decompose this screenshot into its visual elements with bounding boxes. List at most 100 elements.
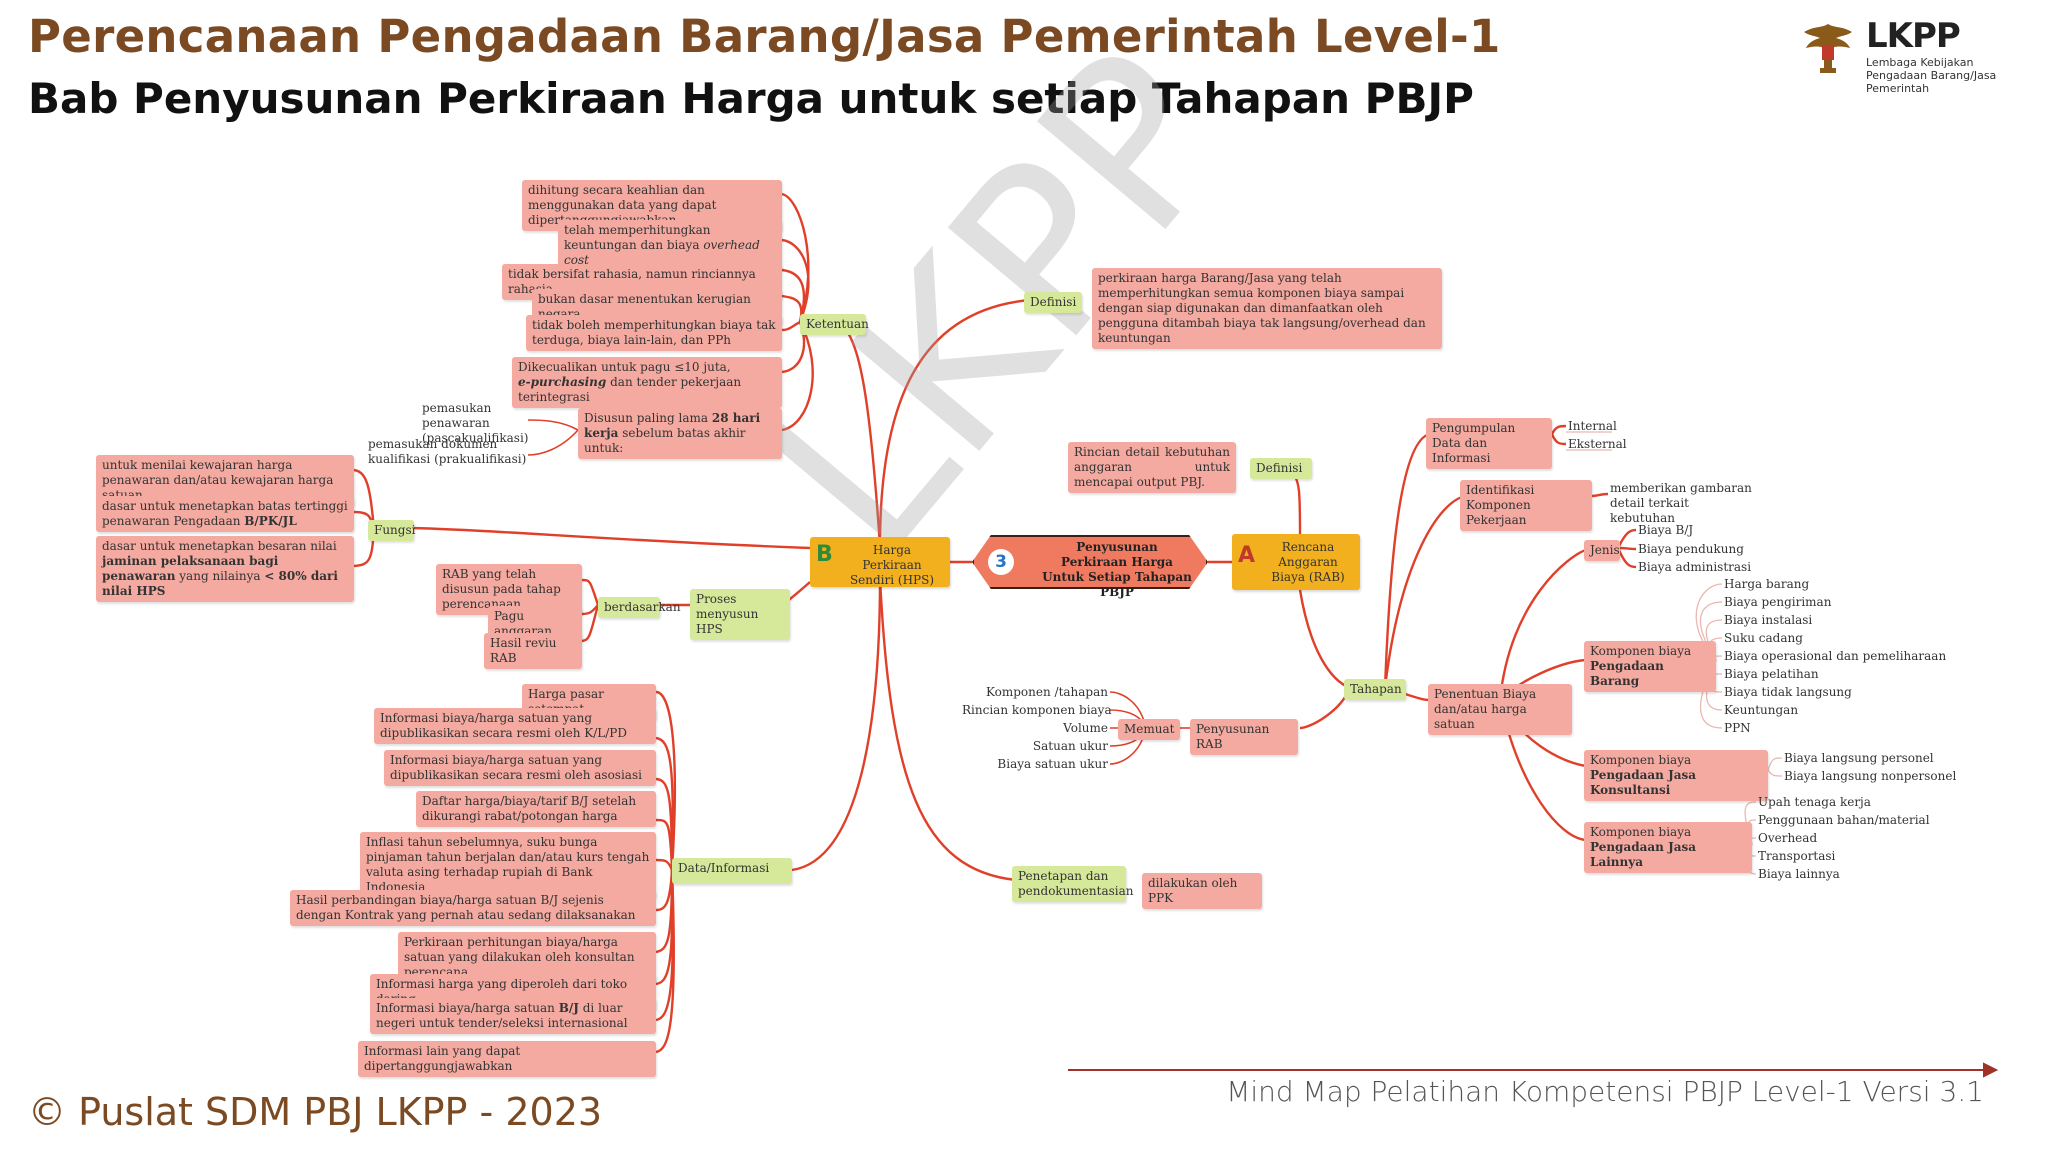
komponen-barang-bold: Pengadaan Barang bbox=[1590, 659, 1664, 688]
konsultansi-item[interactable]: Biaya langsung personel bbox=[1784, 751, 1934, 765]
proses-item[interactable]: RAB yang telah disusun pada tahap perenc… bbox=[436, 564, 582, 615]
memuat-node[interactable]: Memuat bbox=[1118, 719, 1180, 740]
barang-item[interactable]: Biaya tidak langsung bbox=[1724, 685, 1852, 699]
penyusunan-item[interactable]: Volume bbox=[1063, 721, 1108, 735]
lainnya-item[interactable]: Upah tenaga kerja bbox=[1758, 795, 1871, 809]
barang-item[interactable]: PPN bbox=[1724, 721, 1751, 735]
konsultansi-item[interactable]: Biaya langsung nonpersonel bbox=[1784, 769, 1957, 783]
barang-item[interactable]: Keuntungan bbox=[1724, 703, 1799, 717]
data-item[interactable]: Informasi lain yang dapat dipertanggungj… bbox=[358, 1041, 656, 1077]
link-rab-tahapan bbox=[1298, 589, 1351, 690]
identifikasi-value[interactable]: memberikan gambaran detail terkait kebut… bbox=[1610, 481, 1752, 525]
fungsi-item[interactable]: dasar untuk menetapkan besaran nilai jam… bbox=[96, 536, 354, 602]
jenis-node[interactable]: Jenis bbox=[1584, 540, 1620, 561]
barang-item[interactable]: Harga barang bbox=[1724, 577, 1810, 591]
lainnya-item[interactable]: Penggunaan bahan/material bbox=[1758, 813, 1930, 827]
komponen-barang-node[interactable]: Komponen biaya Pengadaan Barang bbox=[1584, 641, 1716, 692]
ketentuan-item-text: sebelum batas akhir untuk: bbox=[584, 426, 746, 455]
data-item[interactable]: Informasi biaya/harga satuan B/J di luar… bbox=[370, 998, 656, 1034]
barang-item[interactable]: Suku cadang bbox=[1724, 631, 1803, 645]
fungsi-node[interactable]: Fungsi bbox=[368, 520, 415, 541]
center-line3: Untuk Setiap Tahapan PBJP bbox=[1042, 570, 1192, 599]
rab-definisi-node[interactable]: Definisi bbox=[1250, 458, 1312, 479]
lainnya-item[interactable]: Transportasi bbox=[1758, 849, 1836, 863]
penyusunan-item[interactable]: Biaya satuan ukur bbox=[997, 757, 1108, 771]
logo-text: LKPP bbox=[1866, 16, 1961, 56]
proses-node[interactable]: Proses menyusun HPS bbox=[690, 589, 790, 640]
komponen-konsultansi-label: Komponen biaya bbox=[1590, 753, 1692, 767]
ketentuan-node[interactable]: Ketentuan bbox=[800, 314, 869, 335]
lainnya-item[interactable]: Overhead bbox=[1758, 831, 1818, 845]
data-item-text: di luar negeri untuk tender/seleksi inte… bbox=[376, 1001, 628, 1030]
link-hps-penetapan bbox=[878, 577, 1017, 882]
fungsi-item-bold: < 80% dari nilai HPS bbox=[102, 569, 338, 598]
ketentuan-item-text: Disusun paling lama bbox=[584, 411, 709, 425]
jenis-item[interactable]: Biaya pendukung bbox=[1638, 542, 1744, 556]
ketentuan-item-text: Dikecualikan untuk pagu ≤10 juta, bbox=[518, 360, 731, 374]
rab-label: Rencana Anggaran Biaya (RAB) bbox=[1271, 540, 1345, 584]
ketentuan-item[interactable]: Disusun paling lama 28 hari kerja sebelu… bbox=[578, 408, 782, 459]
penetapan-value[interactable]: dilakukan oleh PPK bbox=[1142, 873, 1262, 909]
link-hps-data bbox=[791, 577, 882, 872]
barang-item[interactable]: Biaya operasional dan pemeliharaan bbox=[1724, 649, 1947, 663]
hps-node[interactable]: B Harga Perkiraan Sendiri (HPS) bbox=[810, 537, 950, 587]
data-informasi-node[interactable]: Data/Informasi bbox=[672, 858, 792, 884]
pengumpulan-item[interactable]: Eksternal bbox=[1568, 437, 1627, 451]
barang-item[interactable]: Biaya pengiriman bbox=[1724, 595, 1832, 609]
komponen-lainnya-label: Komponen biaya bbox=[1590, 825, 1692, 839]
barang-item[interactable]: Biaya pelatihan bbox=[1724, 667, 1819, 681]
hps-definisi-text[interactable]: perkiraan harga Barang/Jasa yang telah m… bbox=[1092, 268, 1442, 349]
hps-definisi-node[interactable]: Definisi bbox=[1024, 292, 1082, 313]
ketentuan-sub-item[interactable]: pemasukan dokumen kualifikasi (prakualif… bbox=[368, 437, 527, 466]
penyusunan-item[interactable]: Satuan ukur bbox=[1032, 739, 1108, 753]
komponen-barang-label: Komponen biaya bbox=[1590, 644, 1692, 658]
logo-sub-line1: Lembaga Kebijakan bbox=[1866, 56, 1974, 69]
central-topic-label: Penyusunan Perkiraan Harga Untuk Setiap … bbox=[1032, 540, 1202, 600]
central-topic[interactable]: 3 Penyusunan Perkiraan Harga Untuk Setia… bbox=[972, 535, 1208, 599]
fungsi-item-text: yang nilainya bbox=[179, 569, 261, 583]
chapter-number-badge: 3 bbox=[988, 549, 1014, 575]
fungsi-item-text: dasar untuk menetapkan besaran nilai bbox=[102, 539, 337, 553]
jenis-item[interactable]: Biaya administrasi bbox=[1638, 560, 1752, 574]
identifikasi-node[interactable]: Identifikasi Komponen Pekerjaan bbox=[1460, 480, 1592, 531]
pengumpulan-node[interactable]: Pengumpulan Data dan Informasi bbox=[1426, 418, 1552, 469]
data-item[interactable]: Informasi biaya/harga satuan yang dipubl… bbox=[384, 750, 656, 786]
logo-subtitle: Lembaga Kebijakan Pengadaan Barang/Jasa … bbox=[1866, 56, 2040, 95]
barang-item[interactable]: Biaya instalasi bbox=[1724, 613, 1813, 627]
data-item[interactable]: Hasil perbandingan biaya/harga satuan B/… bbox=[290, 890, 656, 926]
komponen-konsultansi-node[interactable]: Komponen biaya Pengadaan Jasa Konsultans… bbox=[1584, 750, 1768, 801]
copyright-text: © Puslat SDM PBJ LKPP - 2023 bbox=[28, 1090, 603, 1134]
ketentuan-item[interactable]: telah memperhitungkan keuntungan dan bia… bbox=[558, 220, 782, 271]
penetapan-node[interactable]: Penetapan dan pendokumentasian bbox=[1012, 866, 1133, 902]
penentuan-node[interactable]: Penentuan Biaya dan/atau harga satuan bbox=[1428, 684, 1572, 735]
data-item[interactable]: Informasi biaya/harga satuan yang dipubl… bbox=[374, 708, 656, 744]
pengumpulan-item[interactable]: Internal bbox=[1568, 419, 1617, 433]
fungsi-item-text: dasar untuk menetapkan batas tertinggi p… bbox=[102, 499, 348, 528]
komponen-konsultansi-bold: Pengadaan Jasa Konsultansi bbox=[1590, 768, 1697, 797]
rab-definisi-text[interactable]: Rincian detail kebutuhan anggaran untuk … bbox=[1068, 442, 1236, 493]
komponen-lainnya-node[interactable]: Komponen biaya Pengadaan Jasa Lainnya bbox=[1584, 822, 1752, 873]
link-rab-definisi bbox=[1289, 469, 1302, 535]
penyusunan-item[interactable]: Rincian komponen biaya bbox=[962, 703, 1112, 717]
proses-item[interactable]: Hasil reviu RAB bbox=[484, 633, 582, 669]
ketentuan-item-bold: e-purchasing bbox=[518, 375, 607, 389]
ketentuan-item[interactable]: tidak boleh memperhitungkan biaya tak te… bbox=[526, 315, 782, 351]
ketentuan-item[interactable]: Dikecualikan untuk pagu ≤10 juta, e-purc… bbox=[512, 357, 782, 408]
ketentuan-item-italic: overhead cost bbox=[564, 238, 760, 267]
data-item[interactable]: Daftar harga/biaya/tarif B/J setelah dik… bbox=[416, 791, 656, 827]
tahapan-node[interactable]: Tahapan bbox=[1344, 679, 1406, 700]
rab-node[interactable]: A Rencana Anggaran Biaya (RAB) bbox=[1232, 534, 1360, 590]
data-item[interactable]: Inflasi tahun sebelumnya, suku bunga pin… bbox=[360, 832, 656, 898]
ketentuan-sub-item[interactable]: pemasukan penawaran (pascakualifikasi) bbox=[422, 401, 529, 445]
penyusunan-item[interactable]: Komponen /tahapan bbox=[986, 685, 1108, 699]
fungsi-item[interactable]: dasar untuk menetapkan batas tertinggi p… bbox=[96, 496, 354, 532]
hps-letter-icon: B bbox=[816, 542, 833, 567]
jenis-item[interactable]: Biaya B/J bbox=[1638, 523, 1694, 537]
link-hps-ketentuan bbox=[835, 320, 882, 547]
lainnya-item[interactable]: Biaya lainnya bbox=[1758, 867, 1840, 881]
link-hps-fungsi bbox=[411, 526, 811, 550]
hps-label: Harga Perkiraan Sendiri (HPS) bbox=[849, 543, 935, 587]
berdasarkan-node[interactable]: berdasarkan bbox=[598, 597, 681, 618]
penyusunan-rab-node[interactable]: Penyusunan RAB bbox=[1190, 719, 1298, 755]
